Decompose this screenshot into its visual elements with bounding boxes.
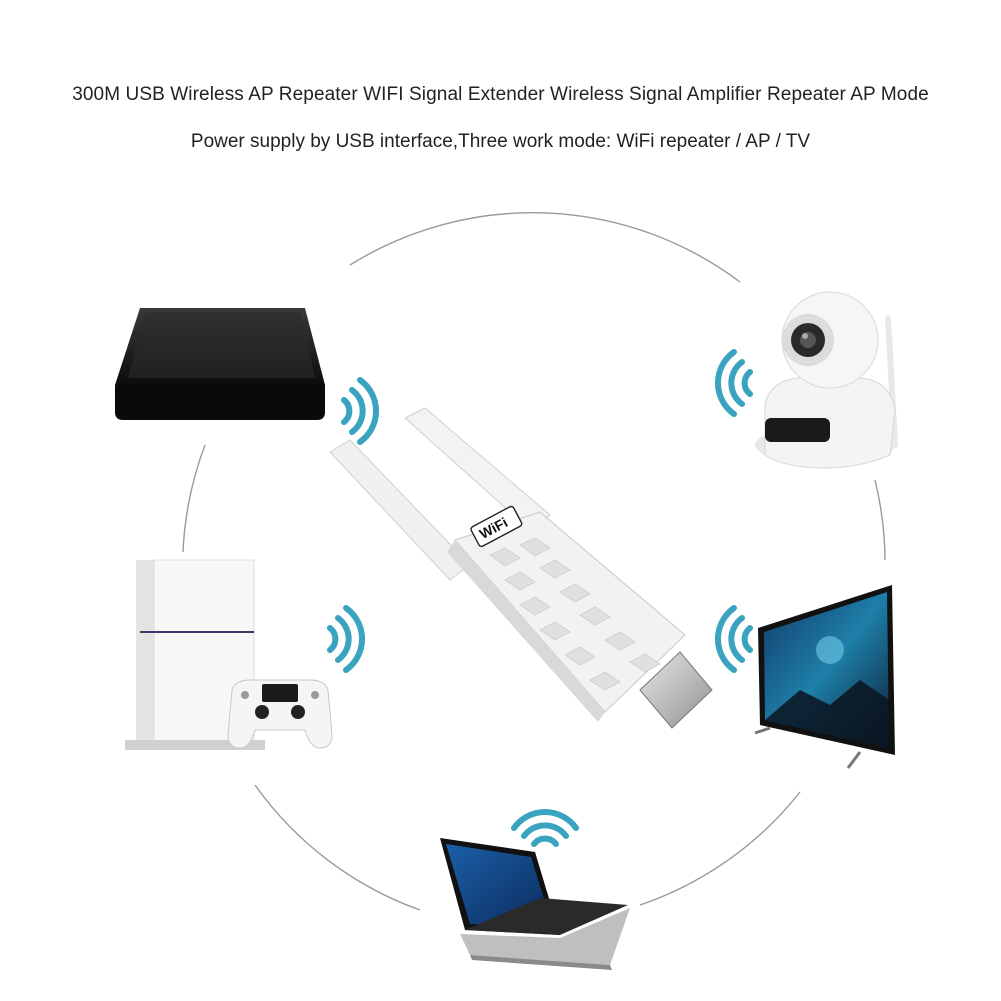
signal-waves-icon xyxy=(511,809,579,847)
signal-waves-icon xyxy=(327,605,365,673)
wifi-repeater-image: WiFi xyxy=(329,407,713,729)
signal-waves-icon xyxy=(715,605,753,673)
page-title: 300M USB Wireless AP Repeater WIFI Signa… xyxy=(72,84,929,105)
smart-tv-image xyxy=(754,585,895,769)
page-subtitle: Power supply by USB interface,Three work… xyxy=(190,131,811,152)
laptop-image xyxy=(440,838,630,970)
signal-waves-icon xyxy=(715,349,753,417)
ip-camera-image xyxy=(755,291,898,469)
connection-circle xyxy=(182,212,886,911)
signal-waves-icon xyxy=(341,377,379,445)
tv-box-image xyxy=(115,308,325,420)
game-controller-image xyxy=(227,679,333,749)
